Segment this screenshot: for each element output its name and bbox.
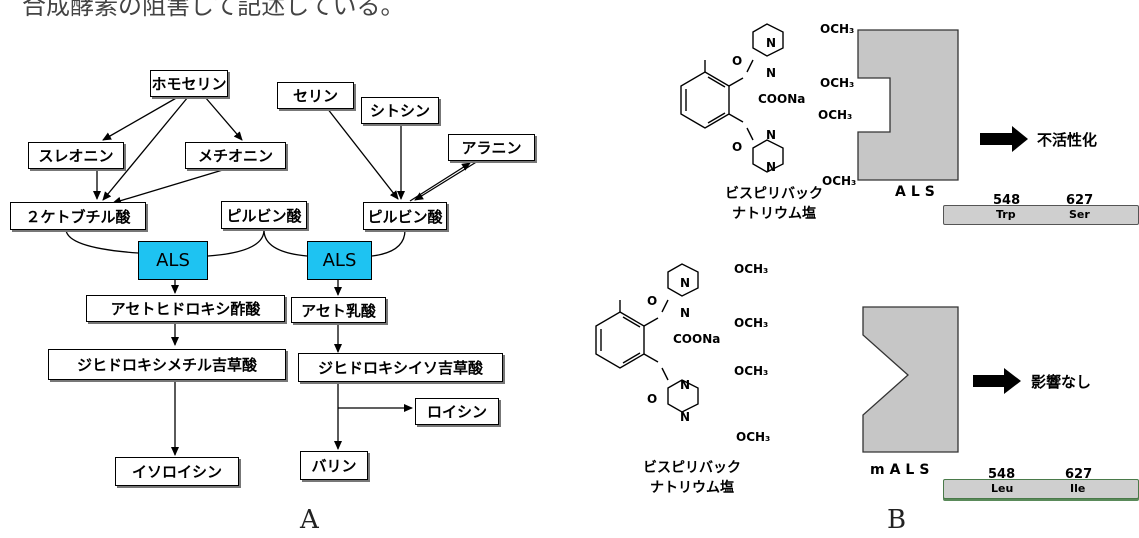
molecule-caption-bottom-line2: ナトリウム塩 [650,480,734,496]
molecule-caption-top-line1: ビスピリバック [725,186,823,202]
residue-aa-548-bottom: Leu [991,482,1014,495]
pathway-connectors [65,96,479,456]
node-isoleucine: イソロイシン [115,457,239,486]
molecule-caption-top: ビスピリバック ナトリウム塩 [714,184,834,224]
residue-position-627-bottom: 627 [1065,467,1093,482]
arrow-homoserine-methionine [204,96,243,141]
node-pyruvate-center: ピルビン酸 [221,201,307,229]
label-och3-bottom-3: OCH₃ [734,364,769,378]
arrow-alanine-pyruvate [414,160,479,201]
molecule-caption-bottom: ビスピリバック ナトリウム塩 [632,458,752,498]
effect-text-inactivation: 不活性化 [1037,131,1098,149]
als-enzyme-right: ALS [307,241,372,280]
node-valine: バリン [300,451,368,480]
label-n-top-3: N [766,128,777,142]
curve-pyruvate-als-right [263,229,308,257]
label-och3-bottom-2: OCH₃ [734,316,769,330]
label-n-bottom-4: N [680,410,691,424]
curve-ketobutyrate-als [65,229,139,254]
node-dihydroxyisovalerate: ジヒドロキシイソ吉草酸 [298,353,503,382]
als-binding-pocket-shape [857,29,959,181]
node-cytosine: シトシン [361,97,439,124]
curve-pyruvate-als-left [207,229,265,257]
molecule-caption-bottom-line1: ビスピリバック [643,460,741,476]
effect-arrow-bottom [973,368,1021,394]
label-n-top-4: N [766,160,777,174]
residue-position-548-bottom: 548 [988,467,1016,482]
panel-b-label: B [887,505,907,535]
node-threonine: スレオニン [28,142,124,169]
curve-pyruvate2-als [371,229,406,257]
label-n-bottom-2: N [680,306,691,320]
label-n-top-2: N [766,66,777,80]
node-pyruvate-right: ピルビン酸 [363,202,447,230]
label-o-bottom-1: O [647,294,658,308]
arrow-methionine-ketobutyrate [112,168,227,205]
node-acetohydroxybutyrate: アセトヒドロキシ酢酸 [86,295,285,322]
als-enzyme-left: ALS [138,241,208,280]
residue-aa-548-top: Trp [996,208,1016,221]
label-och3-top-3: OCH₃ [818,108,853,122]
label-n-bottom-1: N [680,276,691,290]
residue-position-548-top: 548 [993,193,1021,208]
arrow-homoserine-threonine [102,96,179,141]
sequence-bar-mals [943,479,1139,499]
panel-a-label: A [300,505,319,535]
residue-aa-627-bottom: Ile [1070,482,1086,495]
node-homoserine: ホモセリン [150,70,228,97]
label-och3-top-4: OCH₃ [822,174,857,188]
enzyme-label-als: ALS [895,184,940,200]
arrow-homoserine-ketobutyrate [102,96,189,201]
enzyme-label-mals: mALS [870,462,935,478]
sequence-bar-als [943,205,1139,225]
node-ketobutyrate: ２ケトブチル酸 [10,202,146,230]
label-coona-bottom: COONa [673,332,721,346]
effect-text-no-effect: 影響なし [1031,373,1092,391]
node-serine: セリン [277,82,354,109]
top-text: 合成酵素の阻害して記述している。 [22,0,405,20]
residue-position-627-top: 627 [1066,193,1094,208]
node-alanine: アラニン [448,134,535,161]
label-och3-top-1: OCH₃ [820,22,855,36]
arrow-serine-pyruvate [326,107,399,200]
node-leucine: ロイシン [415,398,499,425]
label-o-bottom-2: O [647,392,658,406]
label-coona-top: COONa [758,92,806,106]
label-o-top-1: O [732,54,743,68]
label-n-bottom-3: N [680,378,691,392]
mals-binding-pocket-shape [862,306,959,453]
label-och3-bottom-4: OCH₃ [736,430,771,444]
node-methionine: メチオニン [185,142,286,169]
node-acetolactate: アセト乳酸 [291,297,386,323]
residue-aa-627-top: Ser [1069,208,1090,221]
label-o-top-2: O [732,140,743,154]
effect-arrow-top [980,126,1028,152]
molecule-caption-top-line2: ナトリウム塩 [732,206,816,222]
label-n-top-1: N [766,36,777,50]
node-dihydroxymethylvalerate: ジヒドロキシメチル吉草酸 [48,349,286,380]
label-och3-top-2: OCH₃ [820,76,855,90]
label-och3-bottom-1: OCH₃ [734,262,769,276]
